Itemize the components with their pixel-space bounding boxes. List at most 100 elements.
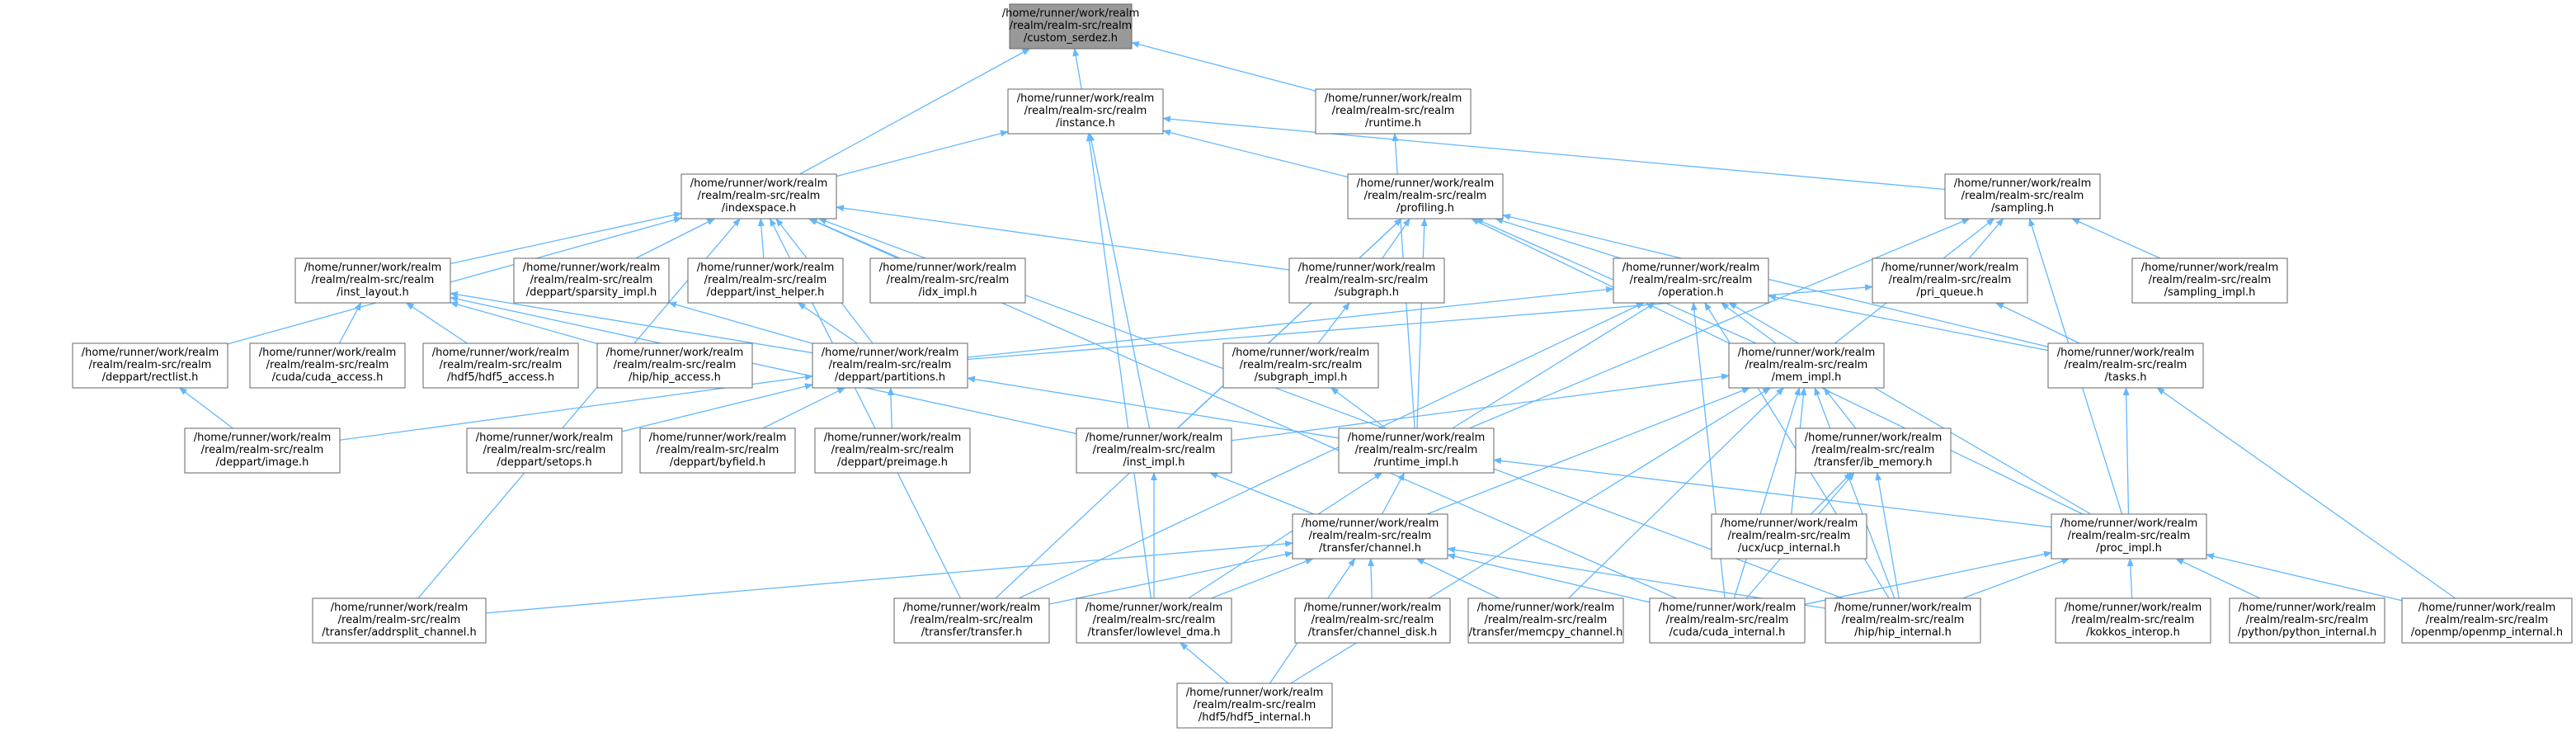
node-label-line: /realm/realm-src/realm (657, 444, 779, 456)
node-inst-layout[interactable]: /home/runner/work/realm/realm/realm-src/… (294, 257, 451, 304)
node-label-line: /deppart/image.h (216, 456, 309, 469)
node-instance[interactable]: /home/runner/work/realm/realm/realm-src/… (1007, 88, 1164, 135)
node-box (1825, 597, 1981, 644)
node-pri-queue[interactable]: /home/runner/work/realm/realm/realm-src/… (1872, 257, 2028, 304)
node-label-line: /home/runner/work/realm (1186, 687, 1324, 699)
node-cuda-internal[interactable]: /home/runner/work/realm/realm/realm-src/… (1649, 597, 1806, 644)
node-box (2055, 597, 2211, 644)
node-subgraph-impl[interactable]: /home/runner/work/realm/realm/realm-src/… (1222, 342, 1379, 389)
node-label-line: /home/runner/work/realm (82, 347, 219, 359)
node-memcpy-channel[interactable]: /home/runner/work/realm/realm/realm-src/… (1467, 597, 1624, 644)
node-box (1176, 682, 1333, 729)
node-sparsity-impl[interactable]: /home/runner/work/realm/realm/realm-src/… (513, 257, 670, 304)
node-label-line: /cuda/cuda_access.h (272, 371, 384, 384)
edge-hip_access-to-inst_layout (450, 301, 598, 345)
node-label-line: /home/runner/work/realm (824, 432, 962, 444)
node-runtime[interactable]: /home/runner/work/realm/realm/realm-src/… (1315, 88, 1472, 135)
node-kokkos-interop[interactable]: /home/runner/work/realm/realm/realm-src/… (2055, 597, 2211, 644)
node-label-line: /realm/realm-src/realm (1194, 699, 1316, 711)
edge-partitions-to-operation (967, 286, 1614, 358)
node-profiling[interactable]: /home/runner/work/realm/realm/realm-src/… (1347, 173, 1504, 220)
node-label-line: /home/runner/work/realm (1232, 347, 1370, 359)
node-idx-impl[interactable]: /home/runner/work/realm/realm/realm-src/… (869, 257, 1026, 304)
node-cuda-access[interactable]: /home/runner/work/realm/realm/realm-src/… (249, 342, 406, 389)
edge-hip_internal-to-proc_impl (1962, 558, 2070, 599)
node-custom-serdez: /home/runner/work/realm/realm/realm-src/… (1002, 3, 1140, 50)
edge-cuda_internal-to-channel (1447, 553, 1651, 603)
node-label-line: /home/runner/work/realm (1002, 7, 1140, 20)
node-label-line: /realm/realm-src/realm (1812, 444, 1935, 456)
node-box (1711, 513, 1867, 560)
edge-operation-to-profiling (1495, 217, 1621, 259)
node-partitions[interactable]: /home/runner/work/realm/realm/realm-src/… (812, 342, 968, 389)
node-rectlist[interactable]: /home/runner/work/realm/realm/realm-src/… (72, 342, 228, 389)
node-byfield[interactable]: /home/runner/work/realm/realm/realm-src/… (639, 427, 796, 474)
node-label-line: /cuda/cuda_internal.h (1669, 626, 1786, 639)
edge-channel-to-inst_impl (1209, 472, 1315, 515)
node-label-line: /home/runner/work/realm (1348, 432, 1486, 444)
node-subgraph[interactable]: /home/runner/work/realm/realm/realm-src/… (1288, 257, 1445, 304)
node-label-line: /realm/realm-src/realm (2246, 614, 2369, 626)
node-box (869, 257, 1026, 304)
node-label-line: /home/runner/work/realm (879, 262, 1017, 274)
node-hdf5-access[interactable]: /home/runner/work/realm/realm/realm-src/… (422, 342, 579, 389)
nodes-layer: /home/runner/work/realm/realm/realm-src/… (72, 3, 2573, 729)
edge-subgraph-to-indexspace (836, 205, 1290, 271)
node-channel-disk[interactable]: /home/runner/work/realm/realm/realm-src/… (1294, 597, 1451, 644)
node-box (1292, 513, 1448, 560)
edge-preimage-to-partitions (888, 387, 895, 429)
node-label-line: /operation.h (1658, 286, 1723, 299)
node-sampling[interactable]: /home/runner/work/realm/realm/realm-src/… (1944, 173, 2101, 220)
node-label-line: /home/runner/work/realm (304, 262, 442, 274)
node-python-internal[interactable]: /home/runner/work/realm/realm/realm-src/… (2229, 597, 2385, 644)
node-box (1795, 427, 1952, 474)
node-label-line: /realm/realm-src/realm (614, 359, 737, 371)
node-label-line: /realm/realm-src/realm (1093, 444, 1216, 456)
node-preimage[interactable]: /home/runner/work/realm/realm/realm-src/… (814, 427, 971, 474)
node-inst-impl[interactable]: /home/runner/work/realm/realm/realm-src/… (1076, 427, 1232, 474)
node-transfer[interactable]: /home/runner/work/realm/realm/realm-src/… (893, 597, 1050, 644)
node-sampling-impl[interactable]: /home/runner/work/realm/realm/realm-src/… (2131, 257, 2288, 304)
node-box (422, 342, 579, 389)
node-label-line: /home/runner/work/realm (1477, 602, 1615, 614)
node-image[interactable]: /home/runner/work/realm/realm/realm-src/… (184, 427, 341, 474)
node-indexspace[interactable]: /home/runner/work/realm/realm/realm-src/… (680, 173, 837, 220)
node-ib-memory[interactable]: /home/runner/work/realm/realm/realm-src/… (1795, 427, 1952, 474)
node-box (1944, 173, 2101, 220)
node-label-line: /realm/realm-src/realm (1666, 614, 1789, 626)
node-label-line: /realm/realm-src/realm (698, 190, 821, 202)
node-inst-helper[interactable]: /home/runner/work/realm/realm/realm-src/… (687, 257, 844, 304)
node-label-line: /home/runner/work/realm (1738, 347, 1876, 359)
node-openmp-internal[interactable]: /home/runner/work/realm/realm/realm-src/… (2401, 597, 2573, 644)
node-hip-access[interactable]: /home/runner/work/realm/realm/realm-src/… (596, 342, 753, 389)
node-runtime-impl[interactable]: /home/runner/work/realm/realm/realm-src/… (1338, 427, 1495, 474)
node-hdf5-internal[interactable]: /home/runner/work/realm/realm/realm-src/… (1176, 682, 1333, 729)
node-label-line: /hdf5/hdf5_access.h (447, 371, 554, 384)
node-addrsplit[interactable]: /home/runner/work/realm/realm/realm-src/… (312, 597, 487, 644)
node-label-line: /home/runner/work/realm (1304, 602, 1442, 614)
node-box (1872, 257, 2028, 304)
node-hip-internal[interactable]: /home/runner/work/realm/realm/realm-src/… (1825, 597, 1981, 644)
node-proc-impl[interactable]: /home/runner/work/realm/realm/realm-src/… (2051, 513, 2207, 560)
node-box (1288, 257, 1445, 304)
node-operation[interactable]: /home/runner/work/realm/realm/realm-src/… (1613, 257, 1769, 304)
edge-inst_layout-to-indexspace (450, 211, 682, 265)
node-label-line: /realm/realm-src/realm (1240, 359, 1363, 371)
node-box (1649, 597, 1806, 644)
node-label-line: /realm/realm-src/realm (2072, 614, 2195, 626)
node-tasks[interactable]: /home/runner/work/realm/realm/realm-src/… (2047, 342, 2204, 389)
edge-transfer-to-channel (1048, 550, 1293, 605)
node-label-line: /realm/realm-src/realm (483, 444, 606, 456)
node-box (466, 427, 623, 474)
node-label-line: /home/runner/work/realm (2239, 602, 2376, 614)
node-channel[interactable]: /home/runner/work/realm/realm/realm-src/… (1292, 513, 1448, 560)
node-label-line: /realm/realm-src/realm (2068, 530, 2191, 542)
node-mem-impl[interactable]: /home/runner/work/realm/realm/realm-src/… (1728, 342, 1885, 389)
node-lowlevel-dma[interactable]: /home/runner/work/realm/realm/realm-src/… (1076, 597, 1232, 644)
edge-memcpy_channel-to-channel (1415, 558, 1500, 599)
node-setops[interactable]: /home/runner/work/realm/realm/realm-src/… (466, 427, 623, 474)
node-label-line: /realm/realm-src/realm (829, 359, 952, 371)
node-ucp-internal[interactable]: /home/runner/work/realm/realm/realm-src/… (1711, 513, 1867, 560)
edge-profiling-to-instance (1162, 129, 1349, 178)
node-label-line: /home/runner/work/realm (1721, 517, 1858, 530)
